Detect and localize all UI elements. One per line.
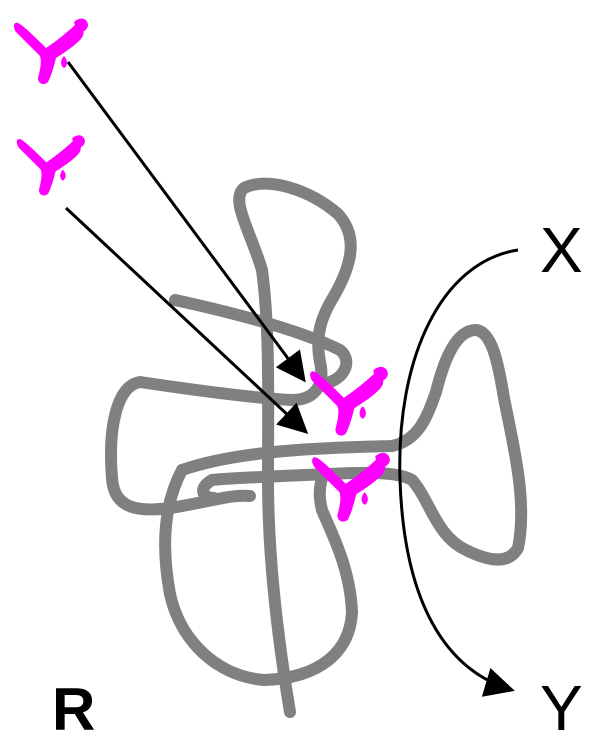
ligand-icon (17, 135, 85, 195)
label-y: Y (540, 672, 583, 736)
binding-arrow-1 (68, 62, 304, 380)
label-x: X (540, 214, 583, 286)
x-to-y-arrow (400, 250, 518, 690)
receptor-protein-chain (111, 184, 521, 712)
bound-ligand-icon (310, 367, 388, 436)
label-r: R (52, 676, 95, 736)
